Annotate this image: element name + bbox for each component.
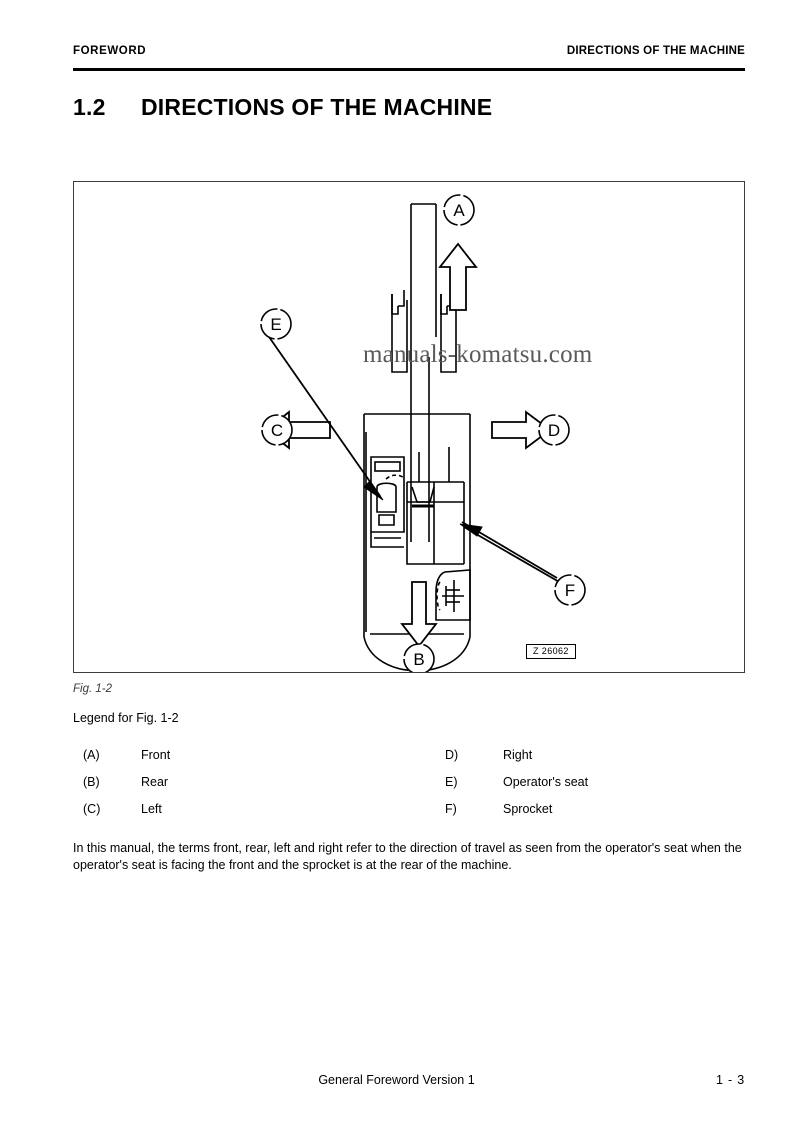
figure-caption: Fig. 1-2 (73, 683, 112, 695)
section-number: 1.2 (73, 94, 106, 120)
callout-c: C (261, 414, 293, 446)
header-section-label: FOREWORD (73, 45, 147, 57)
legend-value: Front (141, 748, 171, 762)
legend-key: F) (445, 802, 457, 816)
figure-frame: A B C D E (73, 181, 745, 673)
footer-page-number: 1 - 3 (715, 1073, 745, 1087)
legend-key: (A) (83, 748, 100, 762)
page-header: FOREWORD DIRECTIONS OF THE MACHINE (73, 45, 745, 57)
legend-key: (C) (83, 802, 101, 816)
legend-item: F) Sprocket (445, 802, 588, 829)
watermark-text: manuals-komatsu.com (363, 341, 593, 368)
legend-key: (B) (83, 775, 100, 789)
arrow-rear-down (400, 581, 438, 648)
header-divider (73, 68, 745, 71)
callout-a: A (443, 194, 475, 226)
legend-value: Left (141, 802, 162, 816)
header-topic-label: DIRECTIONS OF THE MACHINE (566, 45, 745, 57)
legend-value: Right (503, 748, 533, 762)
legend-item: E) Operator's seat (445, 775, 588, 802)
body-line-2: when the operator's seat is facing the f… (73, 841, 742, 872)
legend-key: E) (445, 775, 458, 789)
callout-e: E (260, 308, 292, 340)
callout-d: D (538, 414, 570, 446)
machine-top-view-diagram: A B C D E (260, 194, 586, 672)
operator-cab (370, 456, 405, 548)
legend-value: Sprocket (503, 802, 553, 816)
svg-text:B: B (413, 650, 424, 669)
legend-item: D) Right (445, 748, 588, 775)
boom-arm (410, 203, 437, 542)
operator-seat (376, 474, 405, 526)
legend-value: Operator's seat (503, 775, 589, 789)
section-title-text: DIRECTIONS OF THE MACHINE (141, 94, 493, 120)
drawing-id-label: Z 26062 (526, 644, 576, 659)
legend-value: Rear (141, 775, 169, 789)
leader-lines (266, 333, 562, 584)
svg-text:D: D (548, 421, 560, 440)
legend-item: (C) Left (83, 802, 170, 829)
legend-item: (B) Rear (83, 775, 170, 802)
sprocket-assembly (435, 569, 471, 621)
arrow-front-up (438, 242, 478, 311)
legend-column-right: D) Right E) Operator's seat F) Sprocket (445, 748, 588, 829)
svg-text:C: C (271, 421, 283, 440)
callout-circles: A B C D E (260, 194, 586, 672)
legend-column-left: (A) Front (B) Rear (C) Left (83, 748, 170, 829)
callout-b: B (403, 643, 435, 672)
legend-key: D) (445, 748, 459, 762)
callout-f: F (554, 574, 586, 606)
arrow-right (491, 410, 552, 450)
body-paragraph: In this manual, the terms front, rear, l… (73, 840, 753, 874)
legend-heading: Legend for Fig. 1-2 (73, 711, 179, 725)
upper-structure-center (406, 447, 465, 565)
page-title: 1.2 DIRECTIONS OF THE MACHINE (73, 94, 492, 121)
body-line-1: In this manual, the terms front, rear, l… (73, 841, 688, 855)
svg-text:E: E (270, 315, 281, 334)
legend-item: (A) Front (83, 748, 170, 775)
footer-document-title: General Foreword Version 1 (318, 1073, 475, 1087)
svg-text:A: A (453, 201, 465, 220)
svg-text:F: F (565, 581, 575, 600)
